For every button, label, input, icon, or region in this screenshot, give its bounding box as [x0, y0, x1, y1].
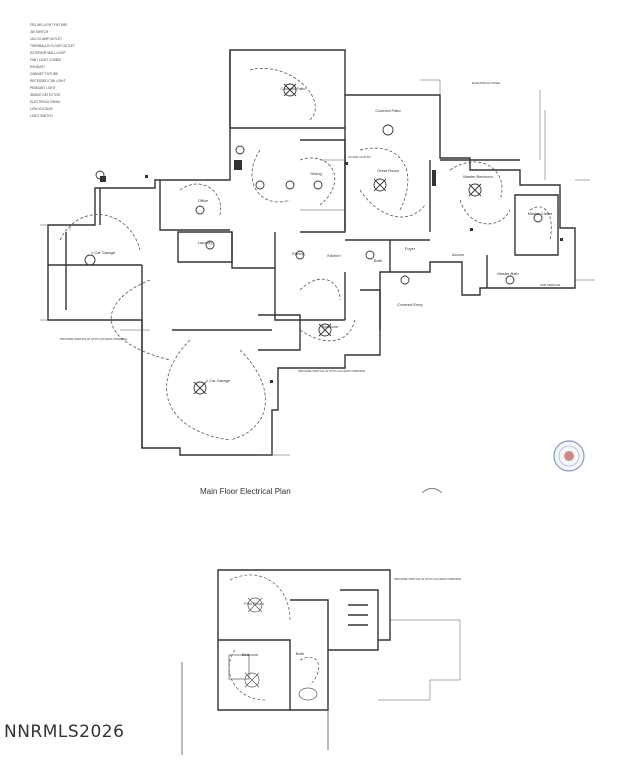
legend-item: LOW VOLTAGE [30, 107, 53, 111]
room-garage-2car: 2 Car Garage [206, 378, 231, 383]
room-labels: Covered Patio Covered Patio Office Dinin… [91, 86, 553, 657]
legend-item: 3W SWITCH [30, 30, 49, 34]
note-east: SUB SERVICE [540, 283, 560, 287]
note-upper: PROVIDE SWITCH AT ATTIC ACCESS OPENING [394, 577, 462, 581]
legend-item: RECESSED CAN LIGHT [30, 79, 66, 83]
watermark-text: NNRMLS2026 [4, 722, 125, 742]
room-master-closet: Master Closet [528, 211, 554, 216]
room-foyer: Foyer [405, 246, 416, 251]
room-covered-entry: Covered Entry [397, 302, 423, 307]
room-upper-bedroom: Bedroom [242, 652, 259, 657]
room-kitchen: Kitchen [327, 253, 340, 258]
legend-item: LIGHT SWITCH [30, 114, 53, 118]
note-panel: ELECTRICAL PANEL [472, 81, 501, 85]
room-alcove: Alcove [452, 252, 465, 257]
leader-lines [40, 79, 595, 456]
main-floor-walls [47, 49, 576, 456]
legend-item: EXHAUST [30, 65, 46, 69]
legend-item: 110v 20 AMP OUTLET [30, 37, 63, 41]
room-garage-1car: 1 Car Garage [91, 250, 116, 255]
legend-item: CABINET FIXTURE [30, 72, 59, 76]
ceiling-fixtures [84, 83, 543, 395]
legend-item: SMOKE DETECTOR [30, 93, 60, 97]
room-laundry: Laundry [198, 240, 212, 245]
room-master-bath: Master Bath [497, 271, 519, 276]
room-covered-patio-right: Covered Patio [375, 108, 401, 113]
electrical-symbols [100, 160, 563, 383]
room-master-bedroom: Master Bedroom [463, 174, 493, 179]
north-arrow-icon [421, 488, 443, 494]
room-bath: Bath [374, 258, 382, 263]
legend-item: CEILING LIGHT FIXTURE [30, 23, 68, 27]
legend-item: THERMALUX FLOOR OUTLET [30, 44, 75, 48]
note-outlet: FLOOR OUTLET [348, 155, 371, 159]
room-great-room: Great Room [377, 168, 399, 173]
legend-item: EXTERIOR WALL LIGHT [30, 51, 66, 55]
note-garage: PROVIDE SWITCH AT ATTIC ACCESS OPENING [60, 337, 128, 341]
note-entry: PROVIDE SWITCH AT ATTIC ACCESS OPENING [298, 369, 366, 373]
legend-item: ELECTRICAL PANEL [30, 100, 61, 104]
drawing-title: Main Floor Electrical Plan [200, 487, 291, 496]
room-pantry: Pantry [292, 251, 304, 256]
room-dining: Dining [310, 171, 321, 176]
legend-item: FAN / LIGHT COMBO [30, 58, 62, 62]
room-flex-room: Flex Room [244, 601, 264, 606]
upper-floor-walls [217, 569, 391, 711]
room-bedroom: Bedroom [322, 324, 339, 329]
legend-item: PENDANT LIGHT [30, 86, 56, 90]
certification-stamp [553, 440, 585, 472]
symbol-legend: CEILING LIGHT FIXTURE 3W SWITCH 110v 20 … [30, 22, 106, 120]
room-upper-bath: Bath [296, 651, 304, 656]
switch-circuits [59, 68, 552, 441]
upper-floor-details [181, 574, 461, 755]
room-office: Office [198, 198, 209, 203]
room-covered-patio-left: Covered Patio [280, 86, 306, 91]
plan-notes: PROVIDE SWITCH AT ATTIC ACCESS OPENING P… [60, 81, 560, 581]
